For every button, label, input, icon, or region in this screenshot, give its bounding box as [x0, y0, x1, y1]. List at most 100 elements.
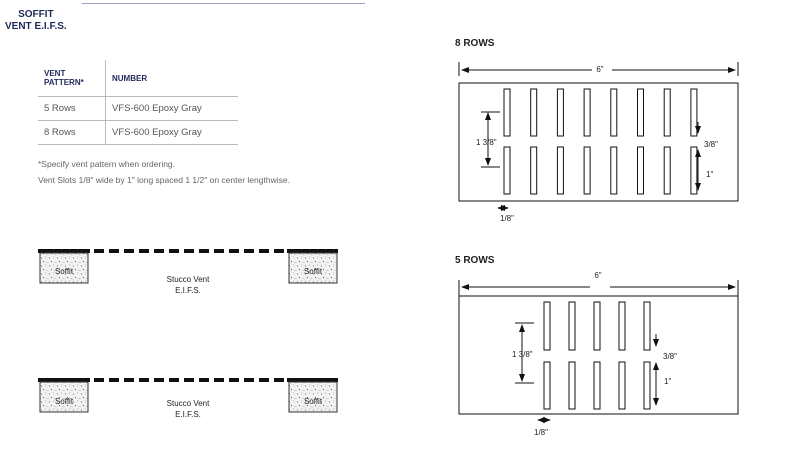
soffit-label-left: Soffit	[55, 397, 74, 406]
diagram-8-rows: 8 ROWS 6" 1 3/8" 3/8" 1" 1/8"	[455, 38, 739, 223]
vent-dash	[124, 249, 134, 253]
width-label: 6"	[596, 65, 603, 74]
soffit-label-right: Soffit	[304, 397, 323, 406]
slot-width-label: 1/8"	[500, 214, 514, 223]
soffit-section-lower: Soffit Soffit Stucco Vent E.I.F.S.	[38, 378, 338, 419]
slot-bottom	[637, 146, 644, 195]
slot-bottom	[530, 146, 538, 195]
vent-dash	[154, 249, 164, 253]
slot-top	[568, 301, 576, 351]
slot-top	[530, 88, 538, 137]
slot-top	[583, 88, 591, 137]
vent-dash	[184, 249, 194, 253]
vent-dash	[139, 249, 149, 253]
slot-bottom	[618, 361, 626, 410]
soffit-block-right	[288, 252, 338, 284]
slot-group	[543, 301, 651, 410]
slot-bottom	[543, 361, 551, 410]
soffit-block-right	[288, 381, 338, 413]
vent-dash	[229, 249, 239, 253]
slot-top	[663, 88, 671, 137]
row-number: VFS-600 Epoxy Gray	[105, 96, 238, 121]
diagram-title: 5 ROWS	[455, 255, 495, 266]
width-label-bg	[590, 280, 610, 291]
slot-top	[690, 88, 698, 137]
vent-dash	[124, 378, 134, 382]
center-label-line1: Stucco Vent	[167, 399, 210, 408]
vent-dash	[109, 249, 119, 253]
vent-dash	[214, 378, 224, 382]
slot-top	[503, 88, 511, 137]
center-label-line2: E.I.F.S.	[175, 286, 201, 295]
table-row: 8 Rows VFS-600 Epoxy Gray	[38, 120, 238, 145]
slot-top	[556, 88, 564, 137]
center-label-line2: E.I.F.S.	[175, 410, 201, 419]
vent-dash	[199, 378, 209, 382]
vent-dash	[259, 249, 269, 253]
vent-dash	[214, 249, 224, 253]
slot-top	[637, 88, 644, 137]
vent-dash	[274, 378, 284, 382]
diagram-5-rows: 5 ROWS 6" 1 3/8" 3/8" 1" 1/8"	[455, 255, 739, 437]
vent-plate	[458, 295, 739, 415]
soffit-block-left	[39, 381, 89, 413]
slot-top	[610, 88, 618, 137]
height-label: 1 3/8"	[476, 138, 497, 147]
vent-dash	[94, 249, 104, 253]
vent-dash	[259, 378, 269, 382]
note-slots: Vent Slots 1/8" wide by 1" long spaced 1…	[38, 175, 290, 185]
heading-line-1: SOFFIT	[18, 9, 54, 20]
slot-top	[618, 301, 626, 351]
row-pattern: 8 Rows	[38, 120, 106, 145]
table-row: 5 Rows VFS-600 Epoxy Gray	[38, 96, 238, 121]
slot-top	[643, 301, 651, 351]
slot-top	[593, 301, 601, 351]
header-vent-pattern-line2: PATTERN*	[44, 78, 84, 87]
vent-dash	[244, 249, 254, 253]
slot-top	[543, 301, 551, 351]
vent-dash	[94, 378, 104, 382]
slot-bottom	[663, 146, 671, 195]
gap-label: 3/8"	[704, 140, 718, 149]
note-specify: *Specify vent pattern when ordering.	[38, 159, 176, 169]
vent-dash	[139, 378, 149, 382]
table-header-row: VENT PATTERN* NUMBER	[38, 60, 238, 97]
slot-bottom	[610, 146, 618, 195]
heading-line-2: VENT E.I.F.S.	[5, 21, 67, 32]
vent-dash	[109, 378, 119, 382]
row-pattern: 5 Rows	[38, 96, 106, 121]
vent-dash	[199, 249, 209, 253]
vent-plate	[458, 82, 739, 202]
center-label-line1: Stucco Vent	[167, 275, 210, 284]
width-label: 6"	[594, 271, 601, 280]
slot-bottom	[556, 146, 564, 195]
vent-dash	[244, 378, 254, 382]
vent-dash	[229, 378, 239, 382]
slot-length-label: 1"	[664, 377, 671, 386]
slot-bottom	[593, 361, 601, 410]
slot-bottom	[568, 361, 576, 410]
header-vent-pattern-line1: VENT	[44, 69, 66, 78]
vent-pattern-table: VENT PATTERN* NUMBER 5 Rows VFS-600 Epox…	[38, 60, 238, 145]
vent-dash	[169, 249, 179, 253]
soffit-label-left: Soffit	[55, 267, 74, 276]
width-label-bg	[592, 64, 612, 75]
page-heading: SOFFIT VENT E.I.F.S.	[5, 9, 67, 33]
diagram-title: 8 ROWS	[455, 38, 495, 49]
slot-bottom	[643, 361, 651, 410]
height-label: 1 3/8"	[512, 350, 533, 359]
vent-dash	[274, 249, 284, 253]
slot-width-label: 1/8"	[534, 428, 548, 437]
vent-dash	[154, 378, 164, 382]
header-vent-pattern: VENT PATTERN*	[38, 60, 106, 97]
top-rule	[82, 3, 365, 4]
soffit-section-upper: Soffit Soffit Stucco Vent E.I.F.S.	[38, 249, 338, 295]
vent-dash	[169, 378, 179, 382]
header-number: NUMBER	[105, 60, 238, 97]
vent-dash	[184, 378, 194, 382]
soffit-block-left	[39, 252, 89, 284]
soffit-label-right: Soffit	[304, 267, 323, 276]
slot-group	[503, 88, 698, 195]
row-number: VFS-600 Epoxy Gray	[105, 120, 238, 145]
